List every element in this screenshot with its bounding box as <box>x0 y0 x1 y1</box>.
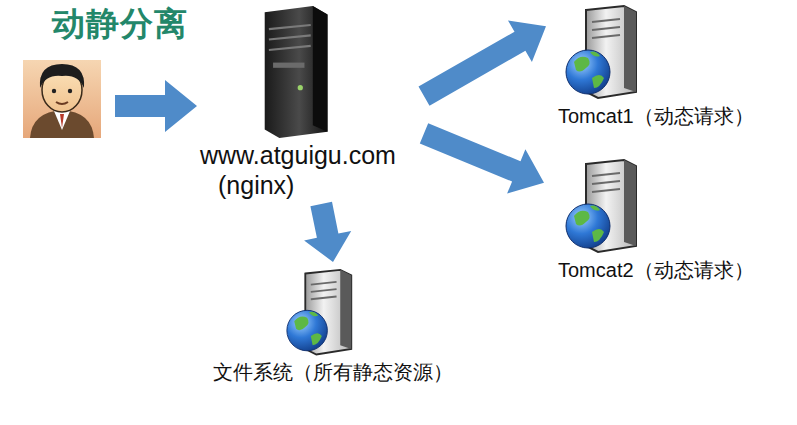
node-texts: Tomcat2（动态请求） <box>558 158 760 282</box>
server-icon <box>562 4 642 104</box>
server-icon <box>562 158 642 258</box>
diagram-title: 动静分离 <box>52 2 188 47</box>
block-arrow <box>420 123 544 193</box>
node-label: Tomcat2（动态请求） <box>558 258 754 282</box>
server-node: Tomcat2（动态请求） <box>558 158 760 282</box>
node-texts: 文件系统（所有静态资源） <box>210 268 456 384</box>
node-label: 文件系统（所有静态资源） <box>213 360 453 384</box>
server-icon <box>282 268 358 360</box>
server-node: 文件系统（所有静态资源） <box>210 268 456 384</box>
server-icon <box>250 4 338 140</box>
node-texts: Tomcat1（动态请求） <box>558 4 760 128</box>
node-texts: www.atguigu.com(nginx) <box>200 4 402 200</box>
block-arrow <box>304 202 351 262</box>
node-label: (nginx) <box>218 170 294 200</box>
node-label: Tomcat1（动态请求） <box>558 104 754 128</box>
user-avatar <box>23 60 101 138</box>
server-node: Tomcat1（动态请求） <box>558 4 760 128</box>
block-arrow <box>419 20 547 105</box>
request-arrow <box>115 80 197 132</box>
server-node: www.atguigu.com(nginx) <box>200 4 402 200</box>
node-label: www.atguigu.com <box>200 140 396 170</box>
